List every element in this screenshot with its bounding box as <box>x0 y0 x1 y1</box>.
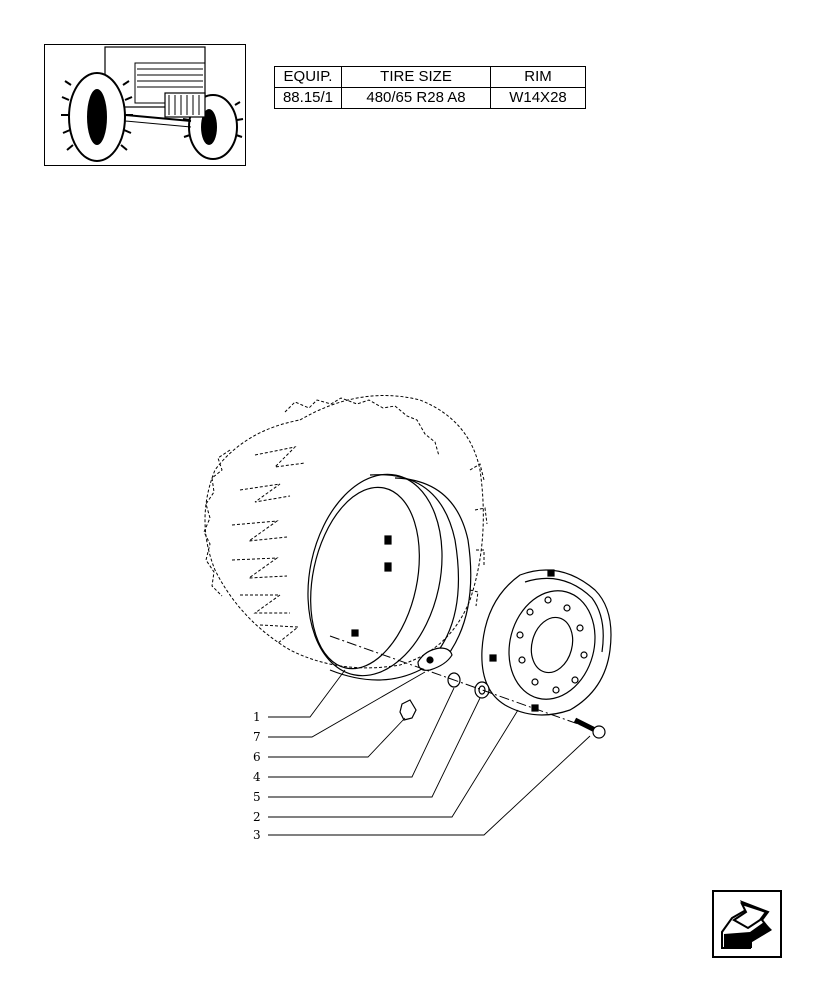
cell-equip: 88.15/1 <box>274 87 342 109</box>
callout-3: 3 <box>253 828 261 842</box>
header-tire-size: TIRE SIZE <box>341 66 491 88</box>
wheel-centre-disc <box>481 569 612 716</box>
next-page-button[interactable] <box>712 890 782 958</box>
callout-5: 5 <box>253 790 261 804</box>
tire-outline <box>203 395 488 669</box>
callout-6: 6 <box>253 750 261 764</box>
assembly-axis-line <box>329 635 596 731</box>
header-equip: EQUIP. <box>274 66 342 88</box>
hardware-parts <box>399 647 606 739</box>
leader-lines <box>268 669 591 836</box>
callout-1: 1 <box>253 710 261 724</box>
tractor-front-view-icon <box>61 46 244 162</box>
callout-4: 4 <box>253 770 261 784</box>
rim <box>307 473 472 681</box>
callout-7: 7 <box>253 730 261 744</box>
table-header-row: EQUIP. TIRE SIZE RIM <box>274 66 586 88</box>
callout-2: 2 <box>253 810 261 824</box>
next-page-arrow-icon <box>712 890 782 958</box>
cell-tire-size: 480/65 R28 A8 <box>341 87 491 109</box>
tire-spec-table: EQUIP. TIRE SIZE RIM 88.15/1 480/65 R28 … <box>274 66 586 109</box>
cell-rim: W14X28 <box>490 87 586 109</box>
callout-numbers: 1 7 6 4 5 2 3 <box>253 710 261 842</box>
table-row: 88.15/1 480/65 R28 A8 W14X28 <box>274 87 586 109</box>
tractor-thumbnail <box>44 44 246 166</box>
